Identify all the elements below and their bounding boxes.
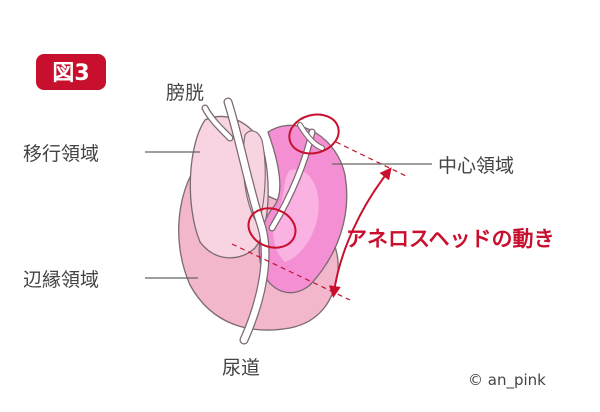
- label-transition-zone: 移行領域: [23, 143, 99, 165]
- motion-arrow: [328, 167, 392, 298]
- bladder-duct: [202, 105, 233, 141]
- label-motion-caption: アネロスヘッドの動き: [346, 227, 555, 251]
- label-central-zone: 中心領域: [438, 155, 514, 177]
- label-bladder: 膀胱: [166, 82, 204, 104]
- label-urethra: 尿道: [222, 357, 260, 379]
- central-zone-inner: [273, 169, 319, 262]
- credit-text: © an_pink: [468, 371, 546, 390]
- label-peripheral-zone: 辺縁領域: [23, 269, 99, 291]
- highlight-circle-top: [288, 113, 340, 155]
- highlight-circle-middle: [247, 207, 297, 249]
- urethra-tube: [224, 98, 269, 344]
- duct-branch: [298, 123, 324, 150]
- figure-badge: 図3: [36, 54, 106, 90]
- guide-line-upper: [335, 141, 407, 177]
- figure-badge-text: 図3: [52, 61, 89, 86]
